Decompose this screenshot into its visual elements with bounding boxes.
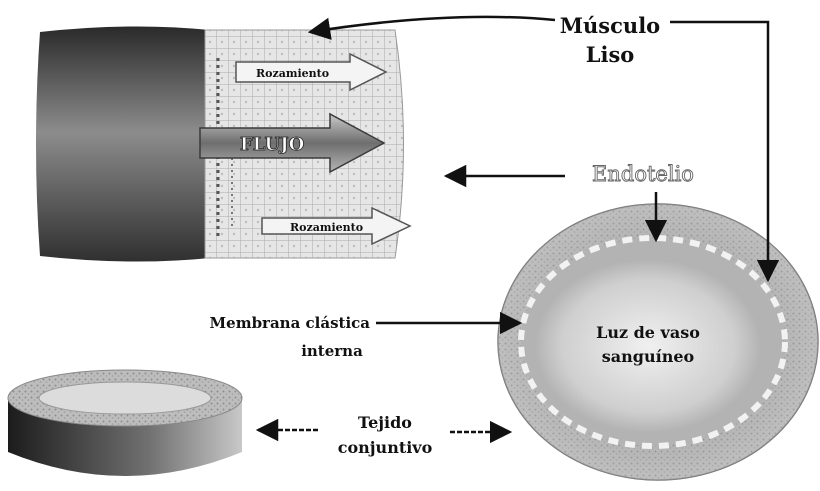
lumen — [536, 260, 760, 432]
endotelio-label: Endotelio — [592, 162, 694, 186]
outer-wall — [36, 26, 210, 261]
luz-label-line1: Luz de vaso — [596, 323, 700, 342]
musculo-liso-label-line2: Liso — [586, 42, 635, 67]
musculo-liso-label-line1: Músculo — [560, 13, 660, 38]
tissue-cylinder — [8, 370, 242, 476]
rozamiento-top-label: Rozamiento — [256, 67, 329, 80]
membrana-label-line1: Membrana clástica — [210, 314, 371, 332]
tejido-label-line1: Tejido — [358, 413, 412, 432]
longitudinal-vessel: Rozamiento FLUJO Rozamiento — [36, 26, 410, 261]
cross-section: Luz de vaso sanguíneo — [498, 204, 818, 480]
tejido-label-line2: conjuntivo — [338, 438, 433, 457]
flujo-label: FLUJO — [240, 134, 304, 155]
membrana-label-line2: interna — [301, 342, 363, 360]
luz-label-line2: sanguíneo — [602, 347, 695, 366]
rozamiento-bottom-label: Rozamiento — [290, 221, 363, 234]
